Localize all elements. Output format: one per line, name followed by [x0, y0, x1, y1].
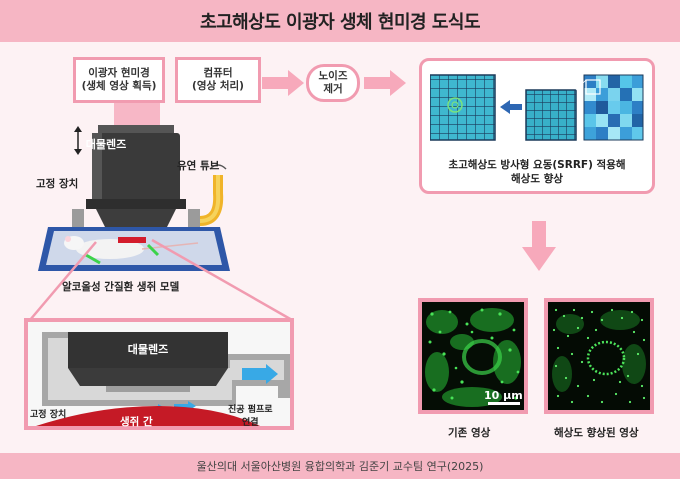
down-arrow	[522, 221, 556, 271]
microscope-box-label: 이광자 현미경 (생체 영상 획득)	[81, 66, 157, 92]
inset-illustration	[28, 322, 290, 426]
page-title: 초고해상도 이광자 생체 현미경 도식도	[199, 12, 481, 33]
after-image	[548, 302, 650, 410]
liver	[36, 406, 260, 426]
microscope-box: 이광자 현미경 (생체 영상 획득)	[73, 57, 165, 103]
fixture-label: 고정 장치	[36, 178, 79, 190]
after-label: 해상도 향상된 영상	[554, 427, 639, 439]
title-banner: 초고해상도 이광자 생체 현미경 도식도	[0, 0, 680, 42]
blue-arrow	[500, 100, 522, 114]
footer-text: 울산의대 서울아산병원 융합의학과 김준기 교수팀 연구(2025)	[196, 460, 484, 473]
scale-bar-label: 10 μm	[484, 389, 523, 402]
noise-box: 노이즈 제거	[306, 64, 360, 102]
inset-liver-label: 생쥐 간	[120, 416, 153, 428]
model-label: 알코올성 간질환 생쥐 모델	[62, 281, 180, 293]
inset-vacuum-label: 진공 펌프로 연결	[228, 405, 273, 428]
srrf-caption: 초고해상도 방사형 요동(SRRF) 적용해 해상도 향상	[448, 159, 626, 185]
objective-body	[92, 133, 180, 205]
srrf-grids	[430, 74, 644, 141]
microscope-illustration	[38, 103, 230, 271]
footer: 울산의대 서울아산병원 융합의학과 김준기 교수팀 연구(2025)	[0, 453, 680, 479]
inset-objective	[68, 332, 228, 368]
computer-box: 컴퓨터 (영상 처리)	[175, 57, 261, 103]
laser-beam	[114, 103, 160, 125]
inset-objective-label: 대물렌즈	[127, 343, 169, 356]
before-image	[422, 302, 524, 410]
scale-bar	[488, 402, 520, 405]
flow-arrow-1	[262, 70, 304, 96]
before-label: 기존 영상	[448, 427, 491, 439]
noise-box-label: 노이즈 제거	[318, 69, 348, 95]
flow-arrow-2	[364, 70, 406, 96]
fluid-tube-label: 유연 튜브	[177, 160, 220, 172]
vacuum-arrow	[242, 364, 278, 384]
objective-label: 대물렌즈	[85, 138, 127, 151]
inset-fixture-label: 고정 장치	[30, 410, 67, 420]
computer-box-label: 컴퓨터 (영상 처리)	[192, 66, 244, 92]
